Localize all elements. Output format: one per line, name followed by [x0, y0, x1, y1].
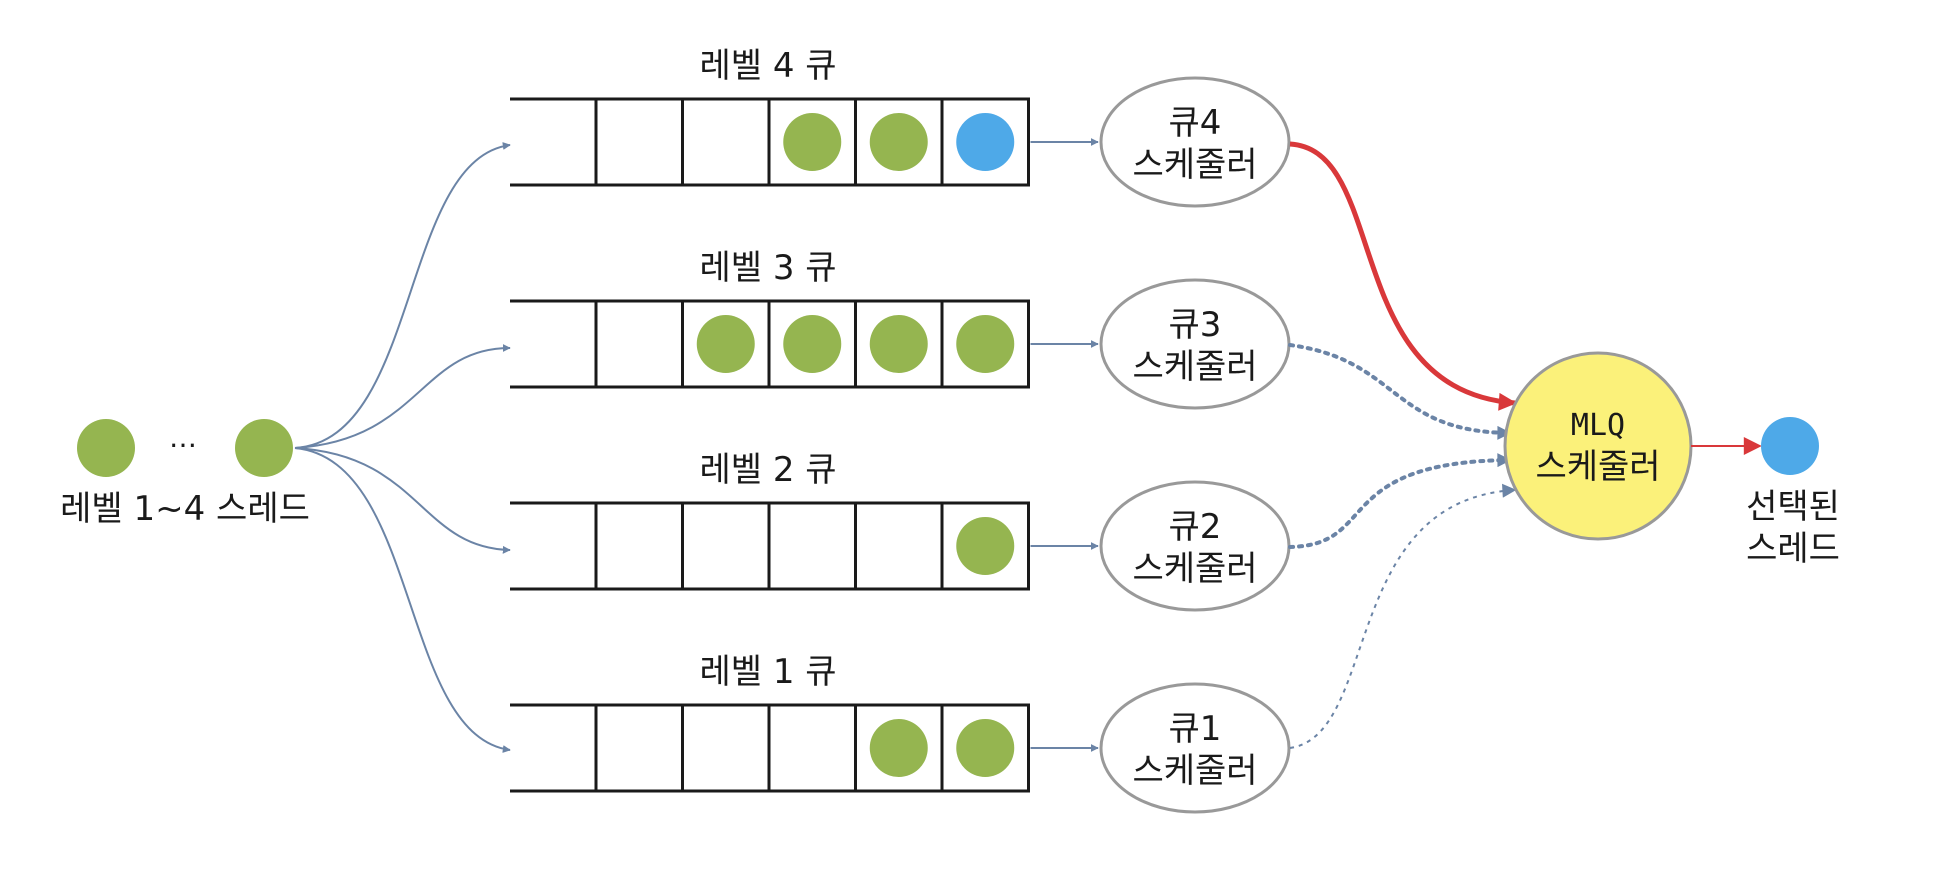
- thread-dot-blue: [956, 113, 1015, 171]
- queue-title: 레벨 1 큐: [699, 652, 836, 692]
- thread-dot-green: [696, 315, 755, 373]
- queue-slot: [681, 501, 771, 591]
- queue-slot: [594, 299, 684, 389]
- queue-scheduler-label: 스케줄러: [1132, 549, 1257, 589]
- queue-slot: [681, 97, 771, 187]
- queue-slot: [854, 501, 944, 591]
- link-q4-selected: [1289, 141, 1517, 411]
- queue-scheduler-ellipse: [1099, 76, 1291, 208]
- selected-thread-dot: [1761, 417, 1819, 475]
- queue-scheduler-title: 큐3: [1169, 305, 1222, 345]
- queue-scheduler-label: 스케줄러: [1132, 145, 1257, 185]
- thread-dot-green: [783, 315, 842, 373]
- queue-slot: [594, 703, 684, 793]
- link-q2: [1288, 453, 1512, 549]
- mlq-scheduler-title: MLQ: [1571, 408, 1625, 443]
- queue-scheduler-label: 스케줄러: [1132, 751, 1257, 791]
- queue-scheduler-label: 스케줄러: [1132, 347, 1257, 387]
- fanout-arrow-q3: [294, 344, 511, 449]
- link-q3: [1288, 343, 1512, 440]
- thread-dot-green: [869, 719, 928, 777]
- source-ellipsis: …: [169, 421, 197, 454]
- queue-title: 레벨 2 큐: [699, 450, 836, 490]
- fanout-arrow-q4: [294, 142, 511, 449]
- queue-slot: [940, 97, 1030, 187]
- mlq-scheduler-circle: [1503, 351, 1693, 541]
- fanout-arrow-q1: [294, 447, 511, 753]
- queue-slot: [681, 703, 771, 793]
- thread-dot-green: [783, 113, 842, 171]
- source-label: 레벨 1~4 스레드: [60, 489, 310, 529]
- queue-slot: [940, 703, 1030, 793]
- queue-scheduler-title: 큐2: [1169, 507, 1222, 547]
- thread-dot-green: [869, 113, 928, 171]
- source-threads: … 레벨 1~4 스레드: [60, 419, 310, 529]
- link-q1: [1289, 483, 1517, 749]
- queue-title: 레벨 4 큐: [699, 46, 836, 86]
- queue-slot: [594, 97, 684, 187]
- scheduler-links: [1288, 141, 1517, 749]
- selected-thread-label-2: 스레드: [1746, 529, 1840, 569]
- thread-dot-green: [956, 517, 1015, 575]
- queue-slot: [940, 501, 1030, 591]
- queue-slot: [940, 299, 1030, 389]
- selected-thread-label-1: 선택된: [1746, 487, 1840, 527]
- mlq-scheduler: MLQ 스케줄러: [1503, 351, 1693, 541]
- queue-slot: [767, 501, 857, 591]
- fanout-arrow-q2: [294, 447, 511, 554]
- queue-slot: [594, 501, 684, 591]
- queue-slot: [767, 703, 857, 793]
- selected-output: 선택된 스레드: [1691, 417, 1840, 569]
- thread-dot-green: [956, 315, 1015, 373]
- thread-dot-green: [869, 315, 928, 373]
- queue-scheduler-ellipse: [1099, 682, 1291, 814]
- source-thread-dot-1: [77, 419, 135, 477]
- thread-dot-green: [956, 719, 1015, 777]
- fanout-arrows: [294, 142, 511, 753]
- mlq-scheduler-label: 스케줄러: [1535, 447, 1660, 487]
- queue-scheduler-title: 큐1: [1169, 709, 1222, 749]
- queue-scheduler-title: 큐4: [1169, 103, 1222, 143]
- source-thread-dot-2: [235, 419, 293, 477]
- queue-title: 레벨 3 큐: [699, 248, 836, 288]
